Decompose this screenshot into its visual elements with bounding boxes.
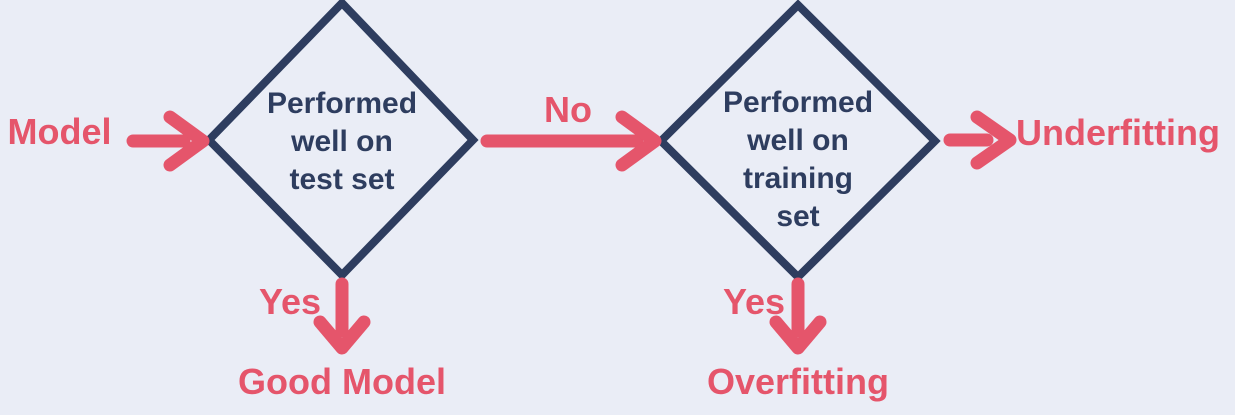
arrow-training-to-underfitting [943,110,1017,170]
edge-yes-test-label: Yes [258,281,322,322]
decision-diamond-training-set [655,0,941,283]
arrow-head [615,110,662,172]
outcome-good-model-label: Good Model [238,361,446,402]
arrow-model-to-test-diamond [126,110,210,172]
arrow-head [163,110,210,172]
arrow-head [970,110,1017,170]
outcome-overfitting-label: Overfitting [706,361,889,402]
decision-training-set-label: Performed well on training set [722,86,874,233]
outcome-underfitting-label: Underfitting [1016,112,1220,153]
start-node-model-label: Model [7,111,112,152]
arrow-no-test-to-training [480,110,662,172]
arrow-yes-training-to-overfitting [769,277,827,355]
decision-diamond-test-set [203,0,479,281]
arrow-head [769,315,827,355]
edge-yes-training-label: Yes [722,281,786,322]
decision-test-set-label: Performed well on test set [266,87,418,196]
edge-no-label: No [544,89,592,130]
arrow-yes-test-to-good-model [313,277,371,355]
arrow-head [313,315,371,355]
